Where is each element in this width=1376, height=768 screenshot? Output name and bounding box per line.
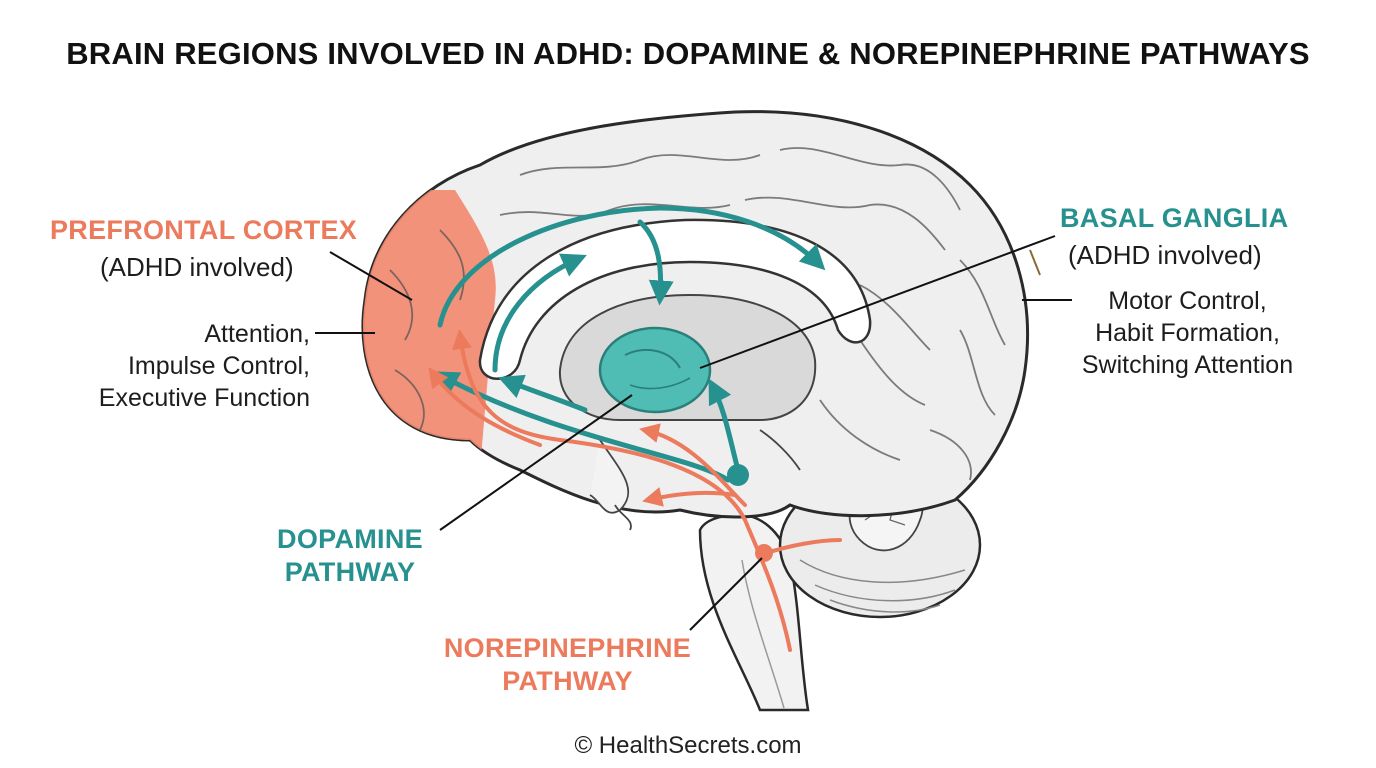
leader-basal-ganglia <box>699 235 1056 369</box>
norepinephrine-label-line-2: PATHWAY <box>502 666 633 696</box>
dopamine-label-line-1: DOPAMINE <box>277 524 423 554</box>
brain-folds <box>389 147 1006 481</box>
basal-ganglia-heading: BASAL GANGLIA <box>1060 203 1289 233</box>
basal-ganglia-region <box>598 326 712 414</box>
leader-dopamine <box>439 394 633 531</box>
prefrontal-cortex-functions: Attention, Impulse Control, Executive Fu… <box>60 318 310 414</box>
dopamine-pathway-label: DOPAMINE PATHWAY <box>270 523 430 589</box>
prefrontal-cortex-subtitle: (ADHD involved) <box>100 252 294 282</box>
basal-ganglia-functions: Motor Control, Habit Formation, Switchin… <box>1060 285 1315 381</box>
leader-norepinephrine <box>689 557 763 631</box>
basal-function-2: Habit Formation, <box>1095 319 1280 347</box>
basal-function-1: Motor Control, <box>1108 287 1267 315</box>
prefrontal-function-1: Attention, <box>204 320 310 348</box>
dopamine-origin-dot <box>727 464 749 486</box>
prefrontal-function-3: Executive Function <box>98 384 310 412</box>
dopamine-label-line-2: PATHWAY <box>284 557 416 587</box>
dopamine-pathway-arrows <box>433 205 826 483</box>
leader-prefrontal-heading <box>329 251 413 301</box>
basal-function-3: Switching Attention <box>1081 351 1294 379</box>
basal-ganglia-subtitle: (ADHD involved) <box>1068 240 1262 270</box>
norepinephrine-origin-dot <box>755 544 773 562</box>
copyright-footer: © HealthSecrets.com <box>574 732 802 759</box>
norepinephrine-label-line-1: NOREPINEPHRINE <box>443 633 692 663</box>
page-title: BRAIN REGIONS INVOLVED IN ADHD: DOPAMINE… <box>66 36 1310 71</box>
prefrontal-function-2: Impulse Control, <box>127 352 310 380</box>
prefrontal-cortex-heading: PREFRONTAL CORTEX <box>50 215 358 245</box>
norepinephrine-pathway-label: NOREPINEPHRINE PATHWAY <box>440 632 695 698</box>
